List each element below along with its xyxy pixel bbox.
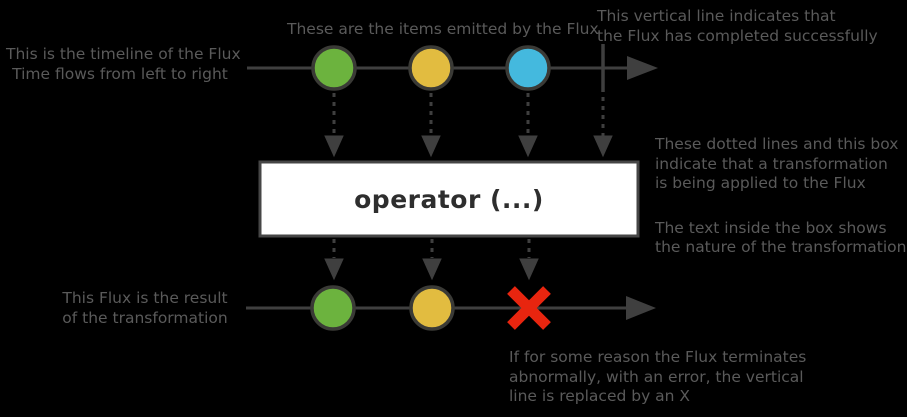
source-timeline-arrowhead-icon xyxy=(627,56,658,80)
source-timeline xyxy=(247,44,658,92)
note-line: The text inside the box shows xyxy=(655,218,887,237)
transform-arrows-in xyxy=(324,93,613,158)
note-line: line is replaced by an X xyxy=(509,387,691,405)
note-line: is being applied to the Flux xyxy=(655,174,866,192)
result-timeline xyxy=(246,285,656,331)
note-line: This is the timeline of the Flux xyxy=(6,45,241,63)
source-marble-blue xyxy=(505,45,551,91)
note-line: These are the items emitted by the Flux xyxy=(287,20,599,38)
dotted-arrowhead-icon xyxy=(324,258,344,281)
note-line: the Flux has completed successfully xyxy=(597,26,878,45)
note-line: of the transformation xyxy=(62,308,228,327)
result-marble-green xyxy=(310,285,356,331)
note-line: Time flows from left to right xyxy=(12,64,228,83)
dotted-arrowhead-icon xyxy=(518,135,538,158)
operator-label: operator (...) xyxy=(354,184,544,214)
dotted-arrowhead-icon xyxy=(593,135,613,158)
note-line: These dotted lines and this box xyxy=(655,135,899,153)
note-result: This Flux is the result of the transform… xyxy=(45,289,245,328)
source-marble-green xyxy=(311,45,357,91)
note-error: If for some reason the Flux terminates a… xyxy=(509,348,806,407)
dotted-arrowhead-icon xyxy=(519,258,539,281)
note-gap xyxy=(655,194,907,219)
result-marble-yellow xyxy=(409,285,455,331)
note-line: abnormally, with an error, the vertical xyxy=(509,367,804,386)
note-complete: This vertical line indicates that the Fl… xyxy=(597,7,878,46)
note-line: This vertical line indicates that xyxy=(597,7,836,25)
error-x-icon xyxy=(507,286,551,330)
note-transform: These dotted lines and this box indicate… xyxy=(655,135,907,258)
note-timeline: This is the timeline of the Flux Time fl… xyxy=(6,45,241,84)
note-items: These are the items emitted by the Flux xyxy=(287,20,599,40)
note-line: If for some reason the Flux terminates xyxy=(509,348,807,366)
note-line: the nature of the transformation xyxy=(655,238,907,256)
source-marble-yellow xyxy=(408,45,454,91)
dotted-arrowhead-icon xyxy=(421,135,441,158)
transform-arrows-out xyxy=(324,239,539,281)
note-line: indicate that a transformation xyxy=(655,154,888,173)
operator-box xyxy=(258,160,640,238)
dotted-arrowhead-icon xyxy=(324,135,344,158)
note-line: This Flux is the result xyxy=(62,289,228,307)
result-timeline-arrowhead-icon xyxy=(626,296,656,320)
dotted-arrowhead-icon xyxy=(422,258,442,281)
